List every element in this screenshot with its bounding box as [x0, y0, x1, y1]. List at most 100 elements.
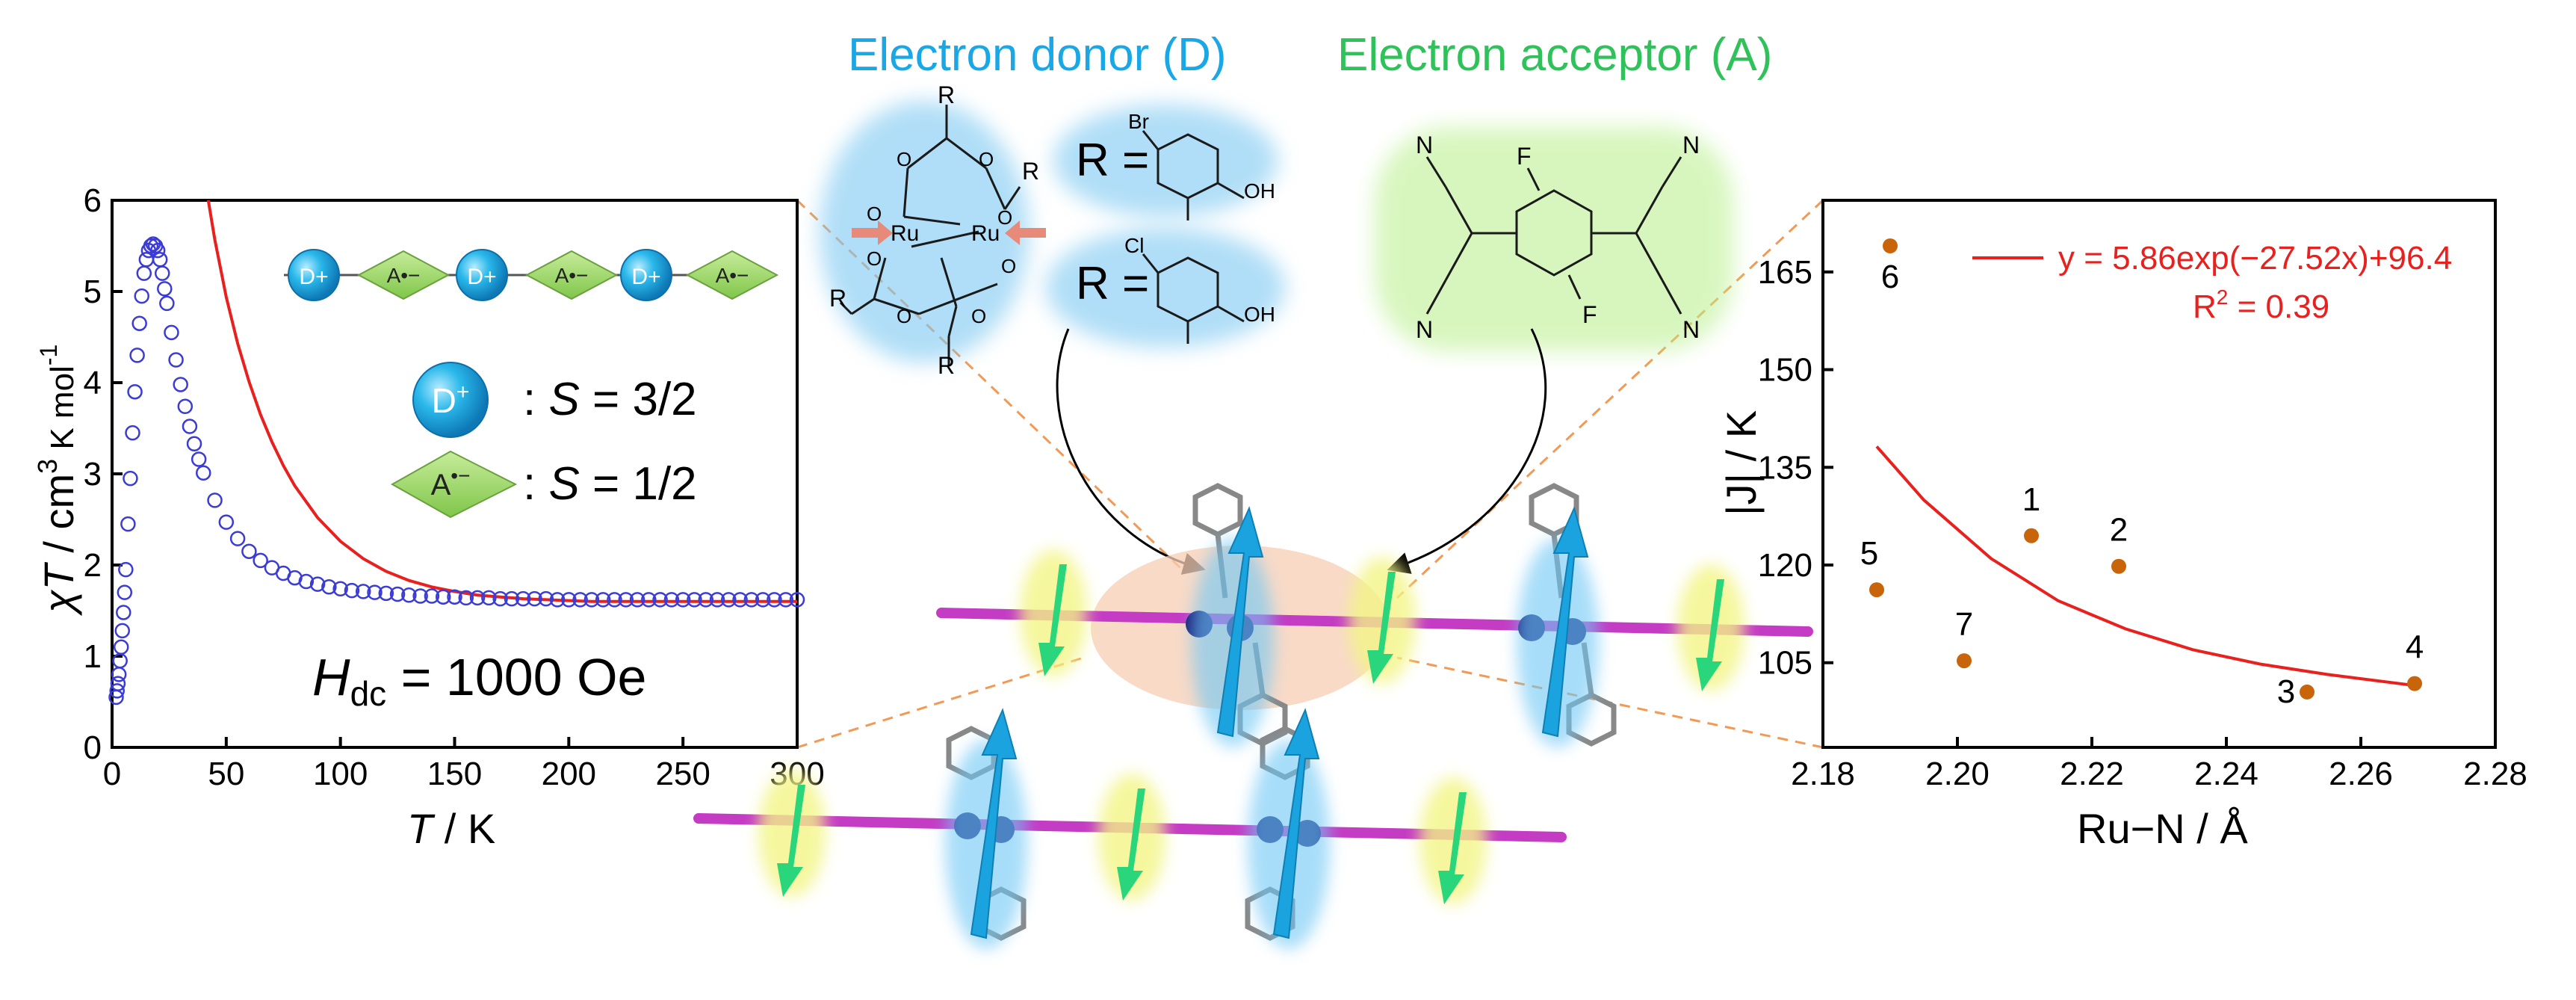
- crystal-structure: [693, 483, 1813, 949]
- chart2-point-label: 2: [2110, 512, 2128, 549]
- chart2-point-label: 7: [1955, 606, 1973, 643]
- chart2-legend: y = 5.86exp(−27.52x)+96.4 R2 = 0.39: [1972, 240, 2452, 325]
- chart1-data-point: [154, 265, 170, 281]
- chart1-data-point: [595, 592, 611, 608]
- chart2-data-point: [2111, 558, 2126, 574]
- chart1-data-point: [113, 639, 129, 655]
- chart1-x-tick-label: 250: [655, 756, 710, 792]
- chart1-data-point: [173, 377, 188, 392]
- chart1-data-point: [152, 252, 168, 268]
- chart1-data-point: [123, 470, 138, 487]
- chart1-data-point: [481, 590, 497, 606]
- donor-molecule: R R R R Ru Ru O O O O O O O O R = Br OH …: [820, 81, 1285, 379]
- chart1-data-point: [743, 592, 760, 608]
- donor-to-chain-arrow: [1056, 328, 1206, 575]
- chart1-data-point: [687, 592, 702, 608]
- chart1-x-ticks: 050100150200250300: [103, 737, 825, 792]
- chart1-data-point: [218, 514, 235, 530]
- chart1-data-point: [504, 590, 520, 607]
- chart1-data-point: [401, 587, 417, 603]
- chart1-data-point: [111, 667, 127, 682]
- chart1-x-tick-label: 100: [313, 756, 368, 792]
- chart1-data-point: [164, 324, 179, 341]
- chart2-point-label: 6: [1881, 259, 1899, 295]
- chart1-data-point: [561, 592, 577, 608]
- svg-text:O: O: [897, 305, 911, 327]
- chart1-data-point: [732, 592, 748, 608]
- chain-a2: A•−: [524, 250, 619, 300]
- chain-d2: D+: [456, 249, 508, 301]
- chart1-data-point: [149, 242, 166, 259]
- chart1-data-point: [435, 589, 451, 605]
- svg-text:D+: D+: [631, 265, 660, 289]
- svg-text:N: N: [1682, 316, 1700, 343]
- chart2-data-point: [1883, 238, 1898, 253]
- svg-text:: S = 3/2: : S = 3/2: [523, 374, 697, 425]
- chart1-data-point: [767, 592, 782, 608]
- chain-legend: D+ A•− D+ A•− D+ A•−: [284, 249, 779, 301]
- chart2-fit-curve: [1875, 445, 2415, 688]
- chart1-x-tick-label: 0: [103, 756, 121, 792]
- chart1-data-point: [253, 552, 268, 569]
- chart1-x-tick-label: 50: [208, 756, 244, 792]
- chart1-data-point: [117, 584, 133, 600]
- chart2-x-tick-label: 2.24: [2194, 756, 2258, 792]
- chart1-y-tick-label: 0: [84, 729, 102, 766]
- chart1-data-point: [789, 592, 805, 608]
- svg-text:O: O: [867, 247, 882, 270]
- acceptor-to-chain-arrow: [1387, 328, 1547, 574]
- svg-text:Cl: Cl: [1124, 234, 1144, 257]
- chart1-data-point: [469, 590, 486, 606]
- svg-text:Ru: Ru: [891, 221, 919, 246]
- chart1-data-point: [367, 584, 383, 600]
- chart2-data-point: [2300, 684, 2315, 700]
- chart1-data-point: [629, 592, 645, 608]
- chain-a3: A•−: [685, 250, 779, 300]
- chart2-y-tick-label: 165: [1758, 254, 1812, 291]
- svg-text:A•−: A•−: [387, 264, 421, 287]
- chart2-data-point: [1869, 582, 1884, 598]
- chart1-y-tick-label: 2: [84, 547, 102, 584]
- chart2-x-tick-label: 2.28: [2463, 756, 2527, 792]
- chart1-data-point: [309, 576, 326, 592]
- chart1-data-point: [134, 288, 149, 304]
- acceptor-molecule: N N N N F F: [1375, 127, 1733, 351]
- chart1-data-point: [675, 592, 691, 608]
- chart2-point-label: 4: [2406, 629, 2424, 666]
- chart1-data-point: [159, 295, 175, 312]
- svg-text:R =: R =: [1076, 258, 1149, 309]
- chart1-data-point: [538, 590, 554, 607]
- chart1-y-tick-label: 3: [84, 456, 102, 493]
- chart2-frame: [1821, 199, 2497, 749]
- chart1-data-point: [641, 592, 657, 608]
- chart1-data-point: [120, 516, 136, 532]
- chart1-data-point: [177, 398, 193, 414]
- chart2-data-point: [2407, 676, 2422, 691]
- fit-legend-label: y = 5.86exp(−27.52x)+96.4: [2058, 240, 2452, 277]
- chart1-data-point: [168, 352, 184, 368]
- chart2-x-tick-label: 2.22: [2060, 756, 2124, 792]
- svg-text:A•−: A•−: [716, 264, 749, 287]
- svg-text:R =: R =: [1076, 135, 1149, 186]
- chart2-x-tick-label: 2.20: [1925, 756, 1990, 792]
- chart2-y-axis-title: |J| / K: [1718, 410, 1765, 516]
- chart1-data-point: [136, 265, 152, 281]
- chart1-data-point: [778, 592, 793, 608]
- chart1-data-point: [116, 605, 131, 620]
- chart1-y-tick-label: 5: [84, 274, 102, 310]
- chart1-data-point: [447, 589, 462, 605]
- chart1-data-point: [412, 588, 428, 604]
- chart1-data-point: [131, 315, 147, 331]
- svg-text:Br: Br: [1128, 110, 1149, 133]
- acceptor-spin-arrows: [758, 549, 1744, 904]
- donor-header: Electron donor (D): [848, 29, 1227, 81]
- chart1-x-tick-label: 150: [427, 756, 482, 792]
- svg-text:R: R: [1022, 158, 1039, 185]
- chart2-x-tick-label: 2.26: [2329, 756, 2393, 792]
- chart1-data-point: [196, 465, 211, 481]
- chart1-y-axis-title: χT / cm3 K mol-1: [32, 345, 82, 617]
